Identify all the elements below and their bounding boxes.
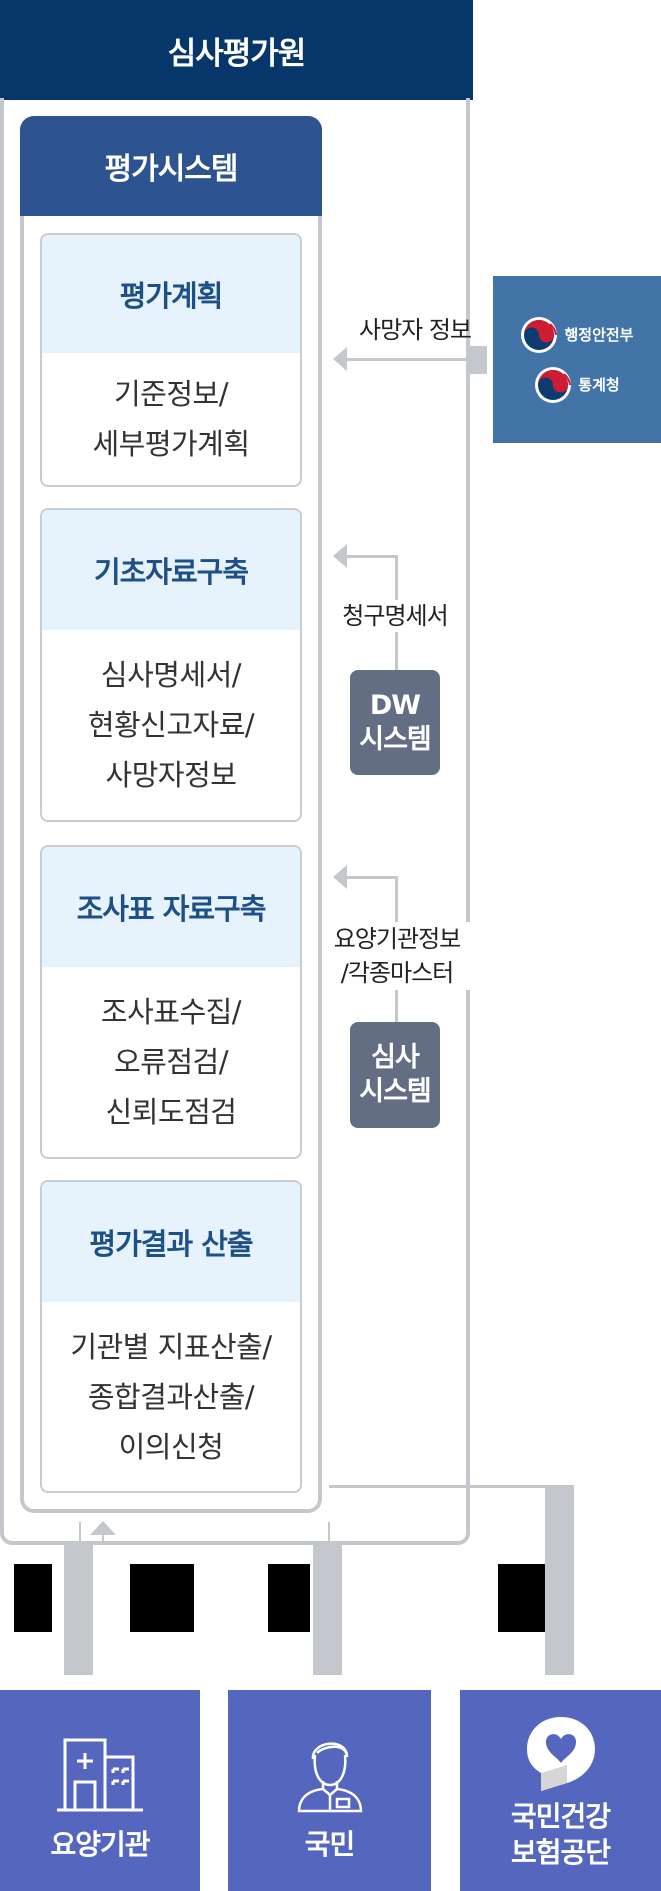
- entity-box-nhis: 국민건강 보험공단: [460, 1690, 661, 1891]
- dw-system-box: DW 시스템: [350, 670, 440, 775]
- entity-label: 국민건강: [510, 1800, 611, 1833]
- connector-line: [329, 1485, 545, 1488]
- gov-org-row: 행정안전부: [520, 316, 634, 354]
- card-base-data: 기초자료구축 심사명세서/ 현황신고자료/ 사망자정보: [40, 508, 302, 822]
- entity-box-citizen: 국민: [228, 1690, 431, 1891]
- gov-org-name: 통계청: [578, 376, 620, 394]
- redacted-label: [498, 1564, 545, 1632]
- card-evaluation-result: 평가결과 산출 기관별 지표산출/ 종합결과산출/ 이의신청: [40, 1180, 302, 1493]
- card-title: 기초자료구축: [42, 510, 300, 630]
- card-body: 심사명세서/ 현황신고자료/ 사망자정보: [42, 630, 300, 820]
- org-header: 심사평가원: [0, 0, 473, 100]
- person-icon: [297, 1742, 362, 1813]
- card-line: 조사표수집/: [100, 995, 242, 1029]
- connector-line: [346, 358, 470, 361]
- connector-bar-hospital: [64, 1545, 93, 1675]
- card-line: 이의신청: [118, 1429, 224, 1464]
- org-title: 심사평가원: [167, 35, 307, 72]
- connector-bar-citizen: [313, 1545, 342, 1675]
- nhis-heart-logo-icon: [526, 1717, 595, 1791]
- gov-agencies-box: 행정안전부 통계청: [493, 276, 661, 443]
- redacted-label: [14, 1564, 52, 1632]
- card-line: 기관별 지표산출/: [70, 1329, 272, 1364]
- card-survey-data: 조사표 자료구축 조사표수집/ 오류점검/ 신뢰도점검: [40, 845, 302, 1159]
- connector-label-institution-info: 요양기관정보 /각종마스터: [322, 922, 472, 990]
- taegeuk-emblem-icon: [521, 316, 558, 353]
- entity-label: 요양기관: [50, 1828, 150, 1861]
- card-line: 세부평가계획: [92, 427, 250, 461]
- connector-label-claims: 청구명세서: [330, 600, 460, 632]
- card-line: 기준정보/: [114, 377, 229, 411]
- connector-line: [79, 1522, 81, 1545]
- system-box-line: DW: [369, 689, 421, 721]
- card-line: 오류점검/: [114, 1045, 229, 1079]
- connector-stub: [470, 346, 487, 374]
- card-evaluation-plan: 평가계획 기준정보/ 세부평가계획: [40, 233, 302, 487]
- system-box-line: 심사: [371, 1042, 420, 1073]
- connector-label-death-info: 사망자 정보: [358, 316, 472, 344]
- card-line: 종합결과산출/: [87, 1379, 255, 1414]
- arrow-left-icon: [333, 347, 347, 371]
- card-line: 현황신고자료/: [87, 708, 255, 742]
- label-line: /각종마스터: [340, 959, 455, 987]
- redacted-label: [268, 1564, 310, 1632]
- label-line: 요양기관정보: [333, 925, 461, 953]
- system-box-line: 시스템: [359, 723, 432, 755]
- card-title: 조사표 자료구축: [42, 847, 300, 967]
- org-frame: [0, 98, 470, 1545]
- connector-line: [346, 876, 398, 879]
- arrow-left-icon: [333, 544, 347, 568]
- connector-bar-nhis: [545, 1485, 574, 1675]
- entity-label: 국민: [304, 1828, 356, 1861]
- arrow-left-icon: [333, 865, 347, 889]
- connector-line: [346, 555, 398, 558]
- connector-line: [328, 1522, 330, 1545]
- connector-line: [102, 1530, 104, 1545]
- system-box-line: 시스템: [359, 1076, 432, 1107]
- card-title: 평가계획: [42, 235, 300, 353]
- card-title: 평가결과 산출: [42, 1182, 300, 1302]
- card-line: 심사명세서/: [100, 658, 242, 692]
- card-line: 사망자정보: [105, 758, 237, 792]
- review-system-box: 심사 시스템: [350, 1022, 440, 1128]
- taegeuk-emblem-icon: [535, 366, 572, 403]
- entity-label: 보험공단: [510, 1836, 611, 1869]
- card-body: 기준정보/ 세부평가계획: [42, 353, 300, 485]
- hospital-building-icon: [57, 1738, 143, 1812]
- system-panel-header: 평가시스템: [20, 116, 322, 216]
- entity-box-hospital: 요양기관: [0, 1690, 200, 1891]
- gov-org-row: 통계청: [534, 366, 620, 404]
- card-line: 신뢰도점검: [105, 1095, 237, 1129]
- redacted-label: [130, 1564, 194, 1632]
- card-body: 조사표수집/ 오류점검/ 신뢰도점검: [42, 967, 300, 1157]
- card-body: 기관별 지표산출/ 종합결과산출/ 이의신청: [42, 1302, 300, 1491]
- arrow-up-icon: [90, 1521, 116, 1535]
- system-title: 평가시스템: [104, 152, 239, 187]
- gov-org-name: 행정안전부: [564, 326, 634, 344]
